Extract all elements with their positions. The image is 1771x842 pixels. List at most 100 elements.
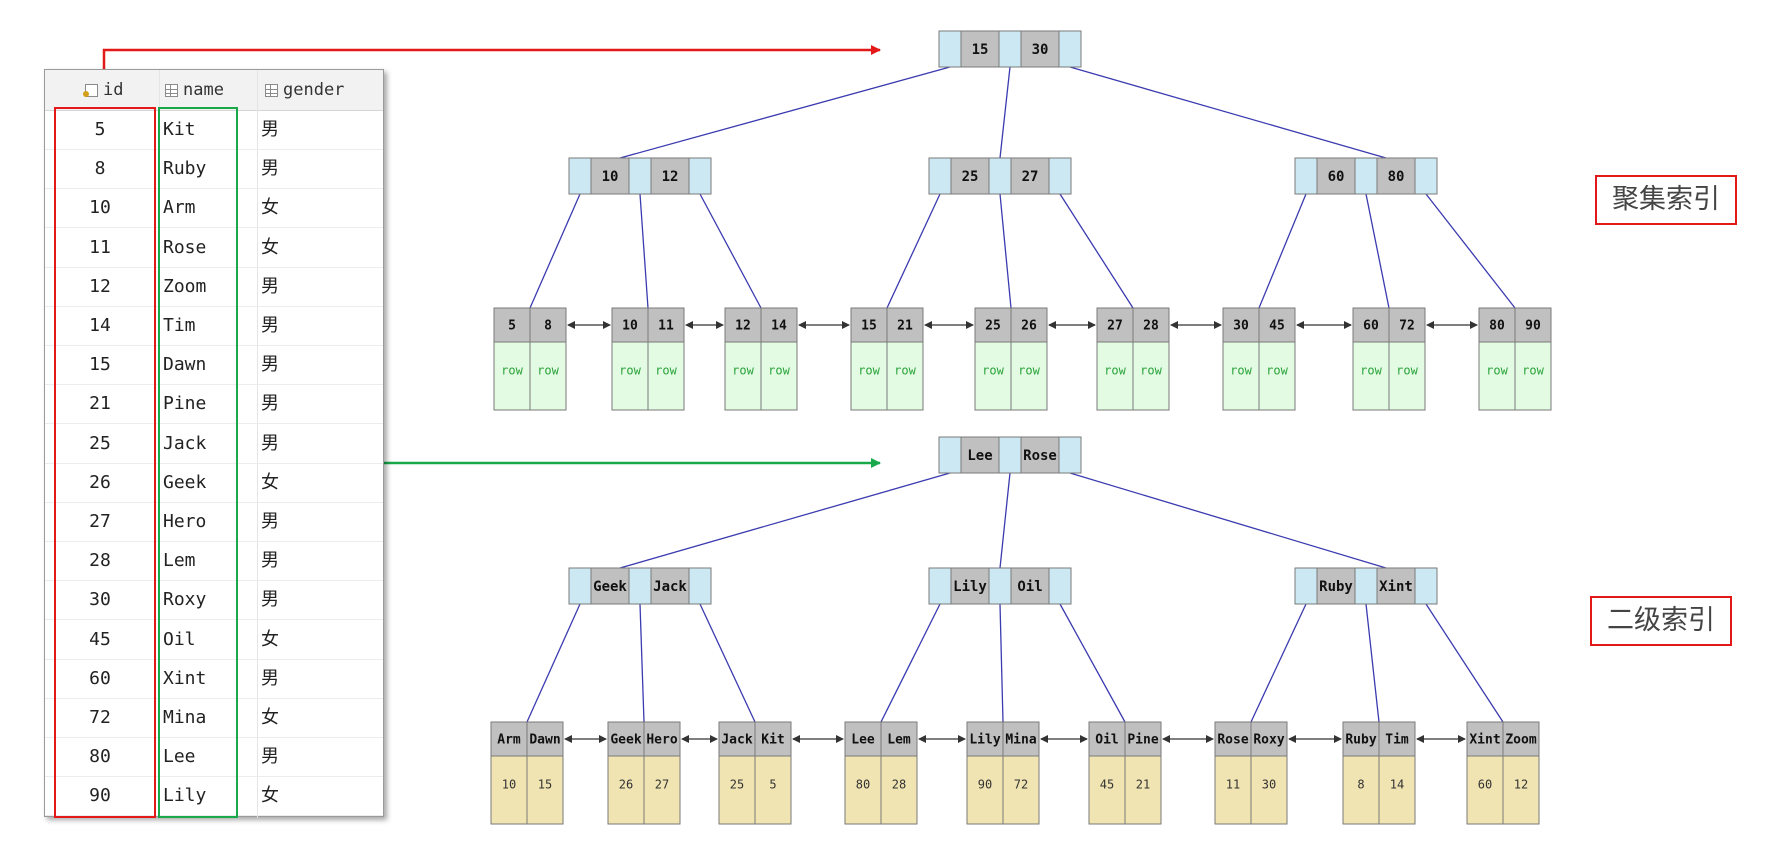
cell-id: 11 xyxy=(89,236,111,258)
payload-cell xyxy=(526,755,564,825)
payload-cell xyxy=(1002,755,1040,825)
tree-edge xyxy=(639,603,645,723)
key-label: Xint xyxy=(1469,733,1500,748)
pointer-cell xyxy=(998,30,1022,68)
key-cell xyxy=(590,157,630,195)
cell-gender: 男 xyxy=(261,746,279,768)
table-row[interactable]: 26 Geek 女 xyxy=(45,463,383,503)
pointer-cell xyxy=(628,567,652,605)
header-gender[interactable]: gender xyxy=(265,70,344,110)
cell-name: Arm xyxy=(163,197,196,219)
key-label: Ruby xyxy=(1319,579,1353,595)
cell-name: Geek xyxy=(163,471,207,493)
pointer-cell xyxy=(998,436,1022,474)
payload-cell xyxy=(718,755,756,825)
pointer-cell xyxy=(1294,157,1318,195)
cell-name: Lem xyxy=(163,550,196,572)
payload-label: row xyxy=(768,364,790,378)
payload-label: 30 xyxy=(1262,778,1276,792)
key-cell xyxy=(1316,567,1356,605)
payload-label: 27 xyxy=(655,778,669,792)
key-label: Jack xyxy=(653,579,687,595)
key-cell xyxy=(490,721,528,757)
key-label: Dawn xyxy=(529,733,560,748)
key-label: 15 xyxy=(861,319,877,334)
payload-label: 5 xyxy=(769,778,776,792)
tree-edge xyxy=(1069,66,1387,159)
payload-cell xyxy=(760,341,798,411)
payload-label: row xyxy=(1396,364,1418,378)
key-label: Geek xyxy=(593,579,627,595)
payload-label: row xyxy=(655,364,677,378)
tree-edge xyxy=(1365,193,1390,309)
key-cell xyxy=(650,157,690,195)
key-cell xyxy=(1250,721,1288,757)
tree-edge xyxy=(1425,193,1516,309)
cell-name: Roxy xyxy=(163,589,207,611)
table-header: id name gender xyxy=(45,70,383,111)
key-cell xyxy=(493,307,531,343)
key-cell xyxy=(950,567,990,605)
key-label: Rose xyxy=(1217,733,1248,748)
key-label: 30 xyxy=(1233,319,1249,334)
header-name[interactable]: name xyxy=(165,70,224,110)
leaf-links xyxy=(564,321,1478,743)
cell-name: Rose xyxy=(163,236,207,258)
tree-edge xyxy=(886,193,941,309)
key-cell xyxy=(1378,721,1416,757)
key-label: 27 xyxy=(1107,319,1123,334)
key-label: 15 xyxy=(972,42,989,58)
cell-name: Jack xyxy=(163,432,207,454)
cell-gender: 女 xyxy=(261,471,279,493)
key-cell xyxy=(1376,157,1416,195)
key-cell xyxy=(754,721,792,757)
key-cell xyxy=(1478,307,1516,343)
header-id[interactable]: id xyxy=(83,70,123,110)
key-label: 25 xyxy=(962,169,979,185)
column-divider xyxy=(257,70,258,818)
key-cell xyxy=(844,721,882,757)
key-label: Ruby xyxy=(1345,733,1376,748)
key-label: Geek xyxy=(610,733,641,748)
payload-label: row xyxy=(858,364,880,378)
cell-id: 72 xyxy=(89,707,111,728)
payload-label: row xyxy=(501,364,523,378)
cell-gender: 女 xyxy=(261,785,279,807)
key-cell xyxy=(1502,721,1540,757)
cell-gender: 男 xyxy=(261,354,279,376)
payload-cell xyxy=(1514,341,1552,411)
payload-cell xyxy=(886,341,924,411)
cell-gender: 女 xyxy=(261,197,279,219)
payload-cell xyxy=(1342,755,1380,825)
tree-edge xyxy=(1059,193,1134,309)
cell-id: 26 xyxy=(89,471,111,493)
key-cell xyxy=(1222,307,1260,343)
payload-label: row xyxy=(732,364,754,378)
key-cell xyxy=(1352,307,1390,343)
